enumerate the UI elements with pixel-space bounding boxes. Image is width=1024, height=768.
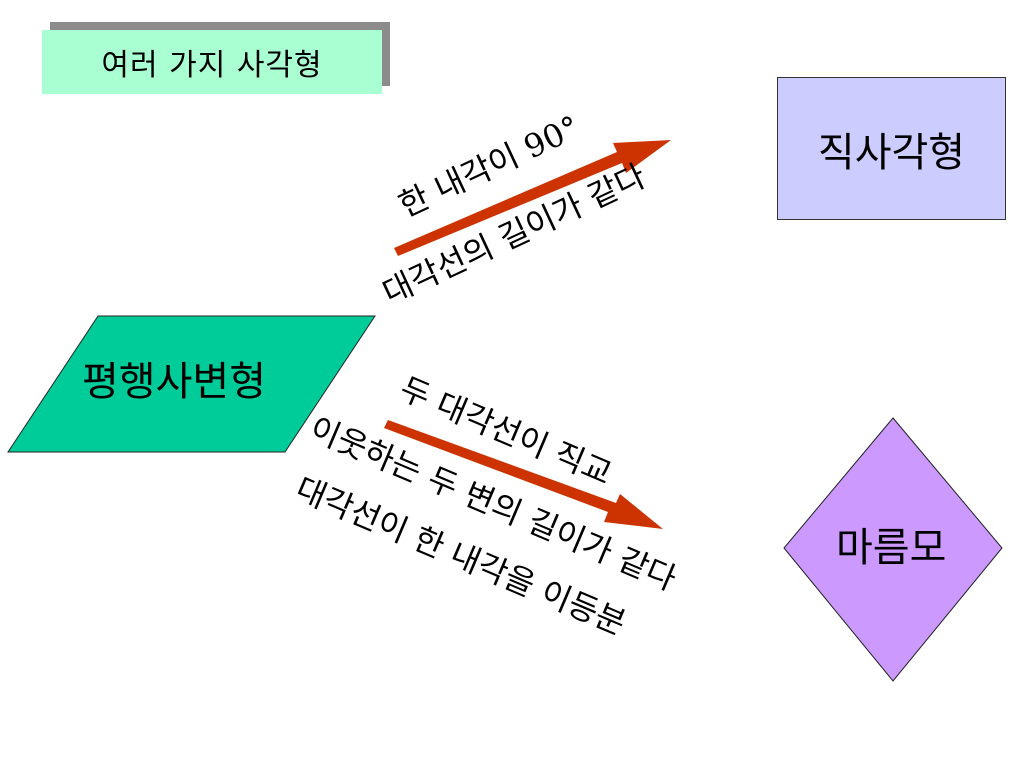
parallelogram-shape — [7, 315, 376, 453]
page-title: 여러 가지 사각형 — [42, 30, 382, 94]
arrow-to-rhombus — [384, 420, 663, 529]
arrow-to-rectangle — [394, 140, 671, 256]
rectangle-box: 직사각형 — [777, 77, 1006, 220]
rhombus-label: 마름모 — [836, 525, 947, 571]
parallelogram-label: 평행사변형 — [82, 359, 266, 405]
rhombus-shape — [783, 417, 1003, 682]
